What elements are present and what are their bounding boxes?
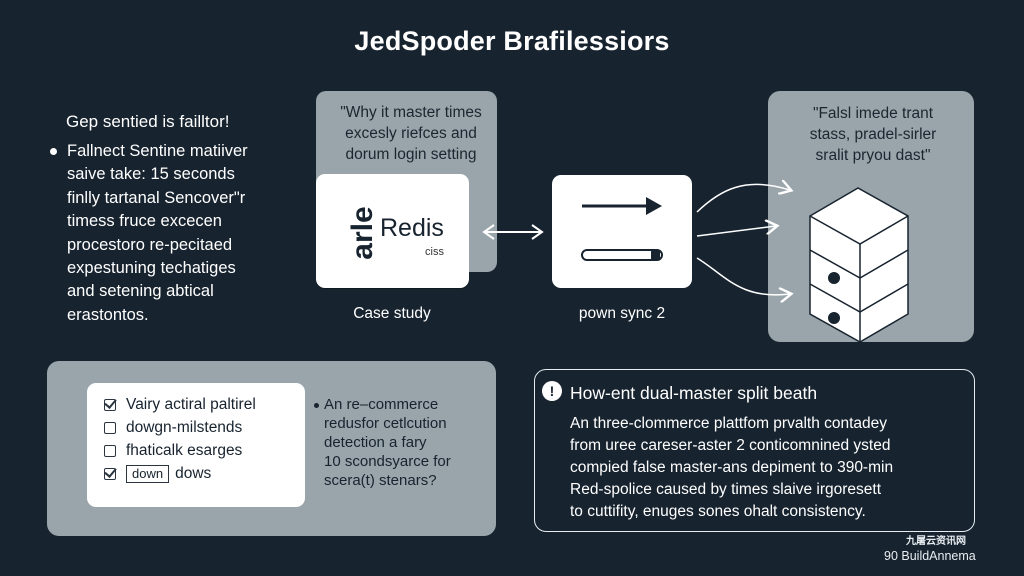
redis-card [316, 174, 469, 288]
bullet-dot-icon [314, 403, 319, 408]
quote-line: stass, pradel-sirler [809, 126, 937, 143]
checklist-item-label: Vairy actiral paltirel [126, 396, 256, 413]
checklist-item[interactable]: fhaticalk esarges [104, 440, 242, 462]
left-bullet-line: Fallnect Sentine matiiver [67, 142, 248, 160]
case-study-caption: Case study [353, 305, 431, 322]
case-box-text: An three-clommerce plattfom prvalth cont… [570, 413, 965, 523]
inline-tag: down [126, 465, 170, 483]
note-line: scera(t) stenars? [324, 472, 437, 489]
checkbox-checked-icon[interactable] [104, 399, 116, 411]
redis-small-label: ciss [425, 246, 444, 258]
watermark-text: 九屠云资讯网 [906, 536, 966, 547]
quote-line: sralit pryou dast" [815, 147, 931, 164]
checkbox-unchecked-icon[interactable] [104, 422, 116, 434]
bullet-dot-icon [50, 148, 57, 155]
case-box-heading: How-ent dual-master split beath [570, 383, 818, 403]
footer-label: 90 BuildAnnema [884, 549, 976, 563]
left-bullet-line: timess fruce excecen [67, 212, 222, 231]
quote-line: "Falsl imede trant [812, 105, 934, 122]
checklist-item-label: fhaticalk esarges [126, 442, 243, 459]
left-bullet-line: procestoro re-pecitaed [67, 235, 233, 254]
note-line: detection a fary [324, 434, 427, 451]
right-arrow-icon [582, 197, 662, 215]
left-bullet-line: erastontos. [67, 305, 149, 324]
left-bullet-text: Fallnect Sentine matiiver saive take: 15… [67, 140, 307, 327]
checklist-card [87, 383, 305, 507]
double-arrow-icon [482, 224, 544, 240]
case-line: from uree careser-aster 2 conticomnined … [570, 437, 891, 454]
quote-text-right: "Falsl imede trant stass, pradel-sirler … [786, 103, 960, 166]
left-heading: Gep sentied is failltor! [66, 112, 230, 131]
checkbox-checked-icon[interactable] [104, 468, 116, 480]
checklist-item[interactable]: down dows [104, 463, 211, 485]
left-bullet-line: expestuning techatiges [67, 259, 236, 278]
info-icon: ! [542, 381, 562, 401]
checklist-item-label: dows [175, 465, 212, 482]
checklist-note: An re–commerce redusfor cetlcution detec… [324, 395, 484, 490]
note-line: redusfor cetlcution [324, 415, 447, 432]
case-line: An three-clommerce plattfom prvalth cont… [570, 415, 888, 432]
note-line: 10 scondsyarce for [324, 453, 451, 470]
left-bullet-line: saive take: 15 seconds [67, 165, 235, 184]
sync-card [552, 175, 692, 288]
progress-bar-icon [581, 249, 663, 261]
checklist-item[interactable]: Vairy actiral paltirel [104, 394, 256, 416]
checklist-item-label: dowgn-milstends [126, 419, 243, 436]
case-line: Red-spolice caused by times slaive irgor… [570, 481, 881, 498]
checklist-item[interactable]: dowgn-milstends [104, 417, 242, 439]
quote-line: excesly riefces and [345, 125, 477, 142]
sync-caption: pown sync 2 [578, 305, 666, 322]
left-bullet-line: and setening abtical [67, 282, 214, 301]
case-box [534, 369, 975, 532]
page-title: JedSpoder Brafilessiors [354, 26, 670, 56]
connector-arrow-icon [696, 184, 790, 295]
redis-label: Redis [380, 214, 444, 242]
case-line: to cuttifity, enuges sones ohalt consist… [570, 503, 866, 520]
note-line: An re–commerce [324, 396, 439, 413]
checkbox-unchecked-icon[interactable] [104, 445, 116, 457]
case-line: compied false master-ans depiment to 390… [570, 459, 894, 476]
left-bullet-line: finlly tartanal Sencover"r [67, 188, 246, 207]
quote-line: dorum login setting [345, 146, 477, 163]
quote-line: "Why it master times [340, 104, 482, 121]
server-stack-icon [809, 187, 909, 343]
quote-text-mid: "Why it master times excesly riefces and… [328, 102, 494, 165]
